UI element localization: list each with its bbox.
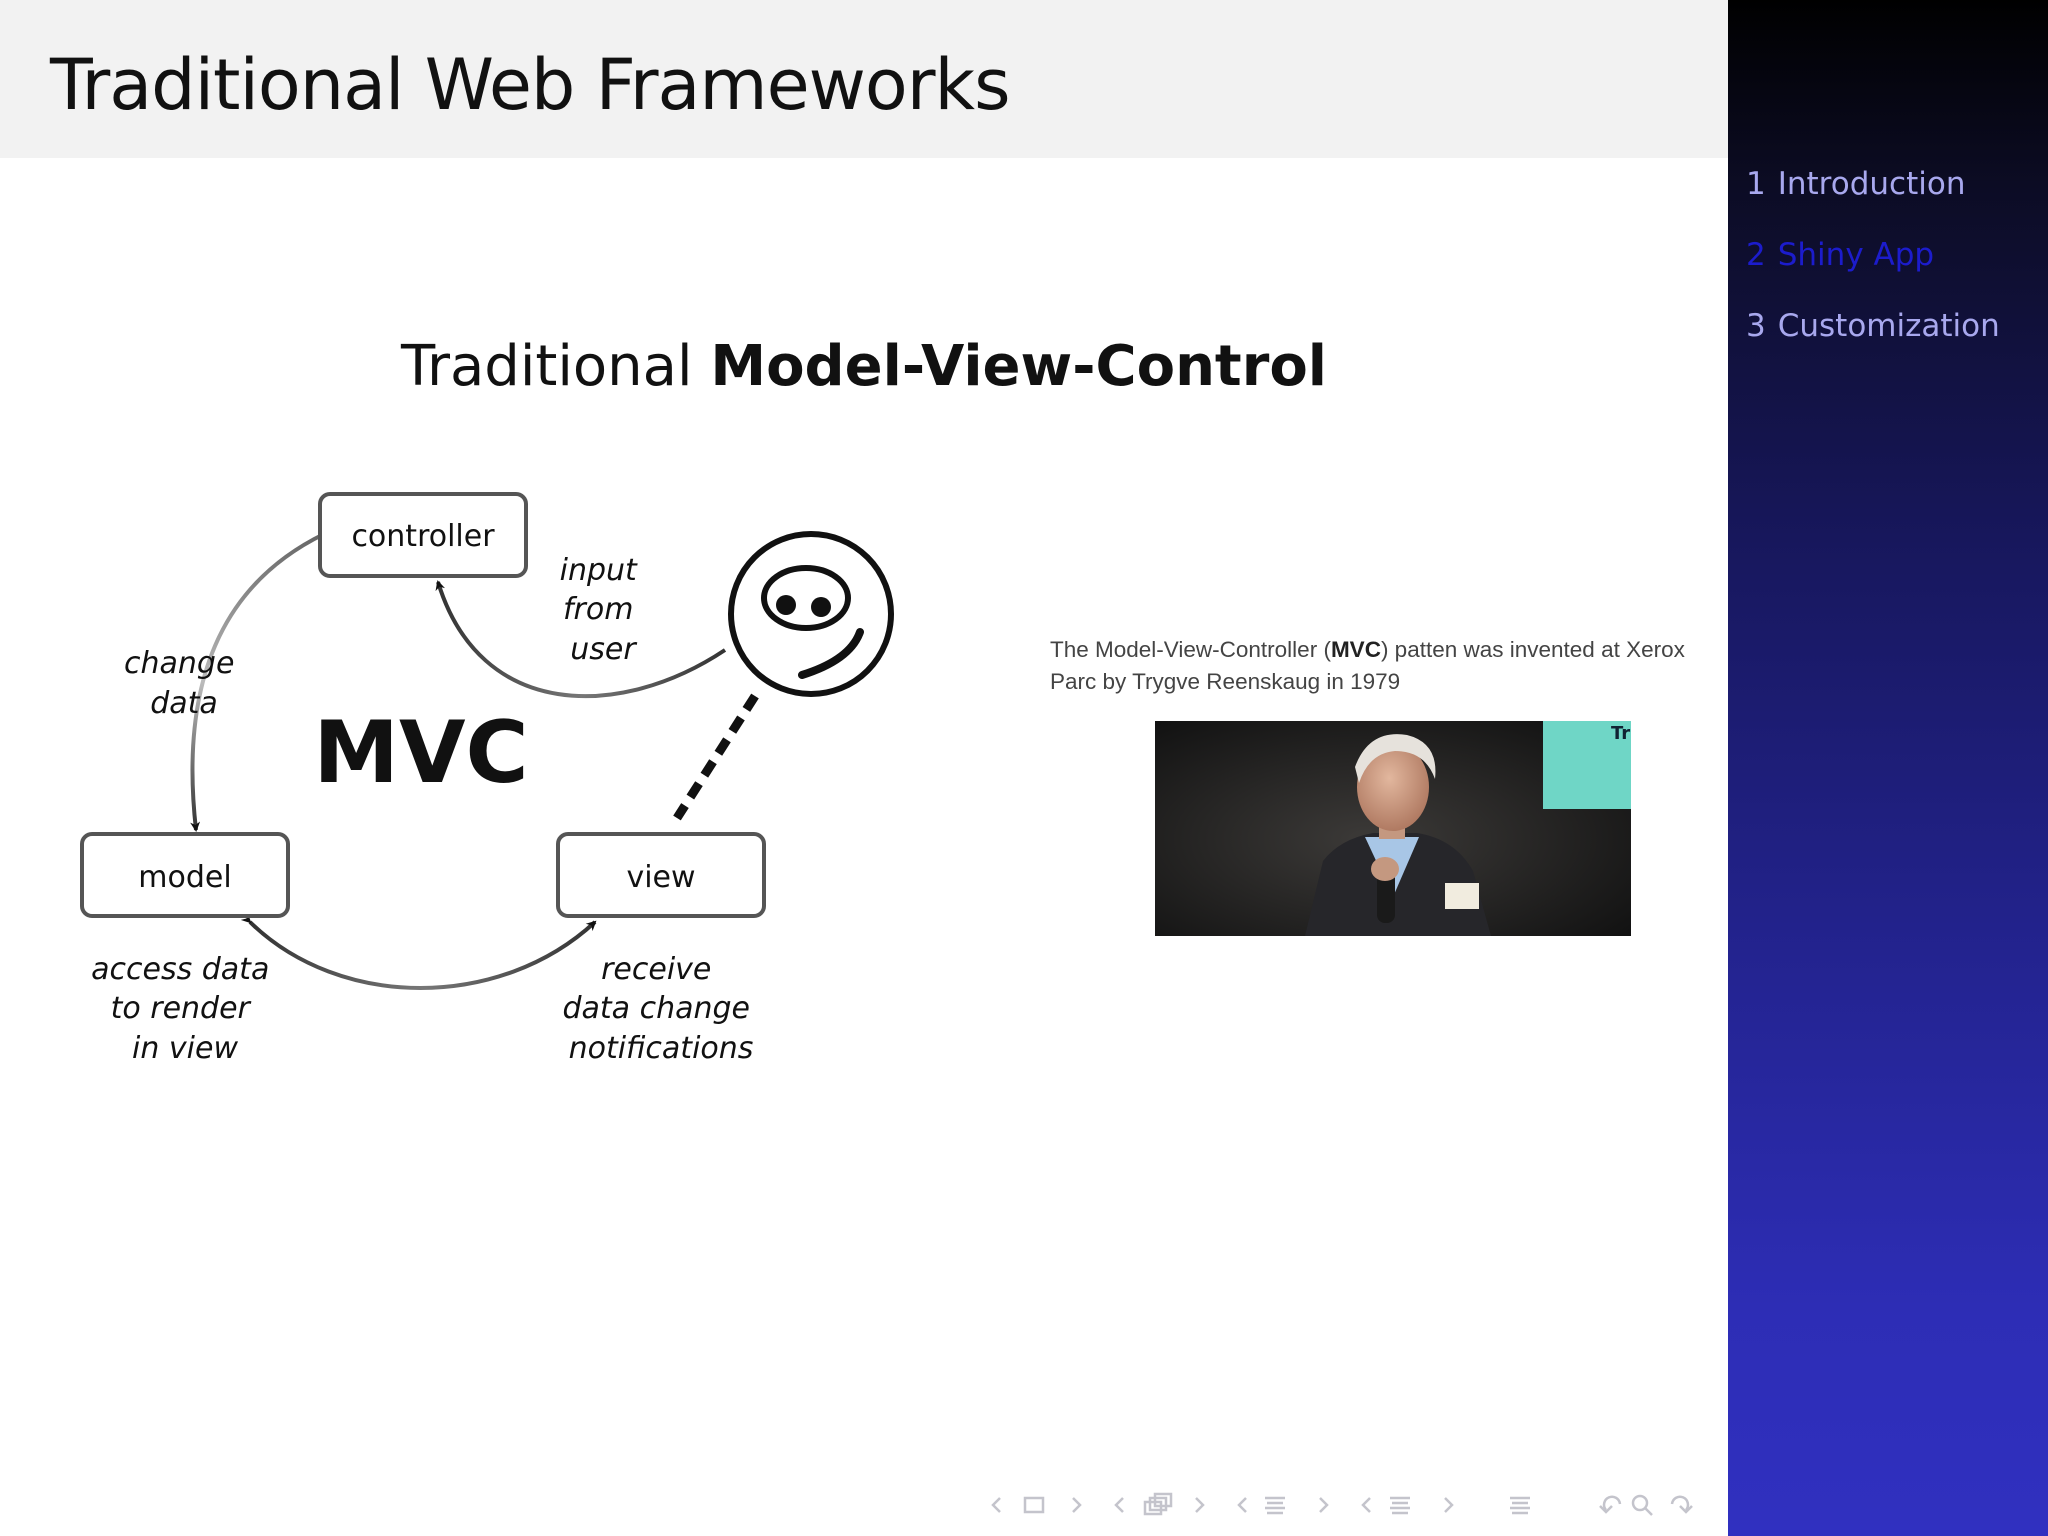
caption-bold: MVC [1330,637,1381,662]
portrait-photo-icon: Tr [1155,721,1631,936]
access-line-1: access data [91,952,269,987]
access-line-3: in view [132,1031,238,1066]
mvc-diagram: controller model view MVC input from use… [80,492,894,1066]
controller-box: controller [318,492,528,578]
receive-line-1: receive [601,952,711,987]
view-box: view [556,832,766,918]
caption-text: The Model-View-Controller (MVC) patten w… [1050,634,1710,698]
nav-frame-icon[interactable] [1023,1496,1045,1514]
model-box: model [80,832,290,918]
nav-outline-icon[interactable] [1510,1496,1530,1515]
nav-subsection-forward-icon[interactable] [1195,1497,1205,1513]
caption-part-2: ) patten was invented at Xerox Parc by T… [1050,637,1685,694]
mvc-center-label: MVC [313,703,528,803]
change-line-2: data [150,686,218,721]
input-line-3: user [570,632,637,667]
frame-title: Traditional Web Frameworks [50,44,1011,126]
access-annotation: access data to render in view [91,952,279,1066]
slide-subtitle: Traditional Model-View-Control [0,334,1728,399]
sidebar-item-number: 2 [1746,237,1766,273]
input-line-2: from [563,592,633,627]
input-annotation: input from user [560,553,647,667]
model-label: model [138,860,231,895]
caption-part-1: The Model-View-Controller ( [1050,637,1331,662]
sidebar-item-customization[interactable]: 3 Customization [1746,308,2000,344]
slide: Traditional Web Frameworks Traditional M… [0,0,1728,1520]
nav-subsection-icon[interactable] [1143,1492,1173,1516]
view-label: view [626,860,695,895]
nav-frame-forward-icon[interactable] [1072,1497,1082,1513]
nav-icons [991,1492,1693,1516]
user-smiley-icon [728,531,894,697]
nav-redo-icon[interactable] [1670,1495,1693,1514]
photo-trygve-reenskaug: Tr [1155,721,1631,936]
nav-subsection-back-icon[interactable] [1114,1497,1124,1513]
subtitle-bold: Model-View-Control [710,334,1327,399]
receive-line-2: data change [562,991,750,1026]
sidebar-item-number: 1 [1746,166,1766,202]
navigation-bar [980,1490,1720,1520]
photo-corner-text: Tr [1611,723,1630,744]
sidebar: 1 Introduction 2 Shiny App 3 Customization [1728,0,2048,1536]
sidebar-item-introduction[interactable]: 1 Introduction [1746,166,1965,202]
nav-subsec-back-icon[interactable] [1361,1497,1371,1513]
nav-frame-back-icon[interactable] [991,1497,1001,1513]
nav-subsec-forward-icon[interactable] [1444,1497,1454,1513]
change-line-1: change [124,646,234,681]
subtitle-prefix: Traditional [400,334,711,399]
model-view-arrow [240,912,597,990]
sidebar-item-label: Introduction [1777,166,1966,202]
access-line-2: to render [111,991,252,1026]
nav-undo-icon[interactable] [1599,1495,1622,1514]
nav-search-icon[interactable] [1631,1494,1653,1516]
user-view-dashed-link [673,693,759,821]
nav-section-icon[interactable] [1265,1496,1285,1515]
receive-line-3: notifications [569,1031,754,1066]
nav-section-forward-icon[interactable] [1319,1497,1329,1513]
change-annotation: change data [124,646,244,721]
sidebar-item-number: 3 [1746,308,1766,344]
sidebar-item-label: Customization [1777,308,2000,344]
sidebar-item-shiny-app[interactable]: 2 Shiny App [1746,237,1934,273]
nav-subsec-icon[interactable] [1390,1496,1410,1515]
nav-section-back-icon[interactable] [1237,1497,1247,1513]
receive-annotation: receive data change notifications [562,952,759,1066]
input-arrow [435,580,727,699]
change-data-arrow [190,532,325,832]
controller-label: controller [351,519,495,554]
sidebar-item-label: Shiny App [1777,237,1935,273]
input-line-1: input [560,553,638,588]
frame-header: Traditional Web Frameworks [0,0,1728,158]
